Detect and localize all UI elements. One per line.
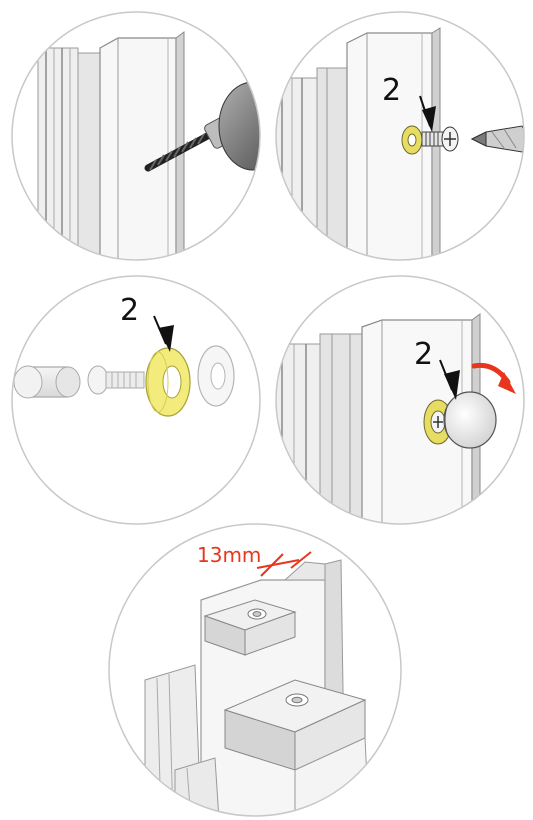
exploded-illustration: 2 <box>11 275 261 525</box>
cap-illustration: 2 <box>275 275 525 525</box>
measure-illustration: 13mm <box>108 523 402 817</box>
screw-icon <box>87 365 145 395</box>
cap-icon <box>13 365 81 399</box>
profile-section <box>37 31 185 260</box>
screw-illustration: 2 <box>275 11 525 261</box>
step-drill-panel <box>8 8 264 264</box>
measure-label: 13mm <box>197 543 261 567</box>
step-measure-panel: 13mm <box>105 520 405 820</box>
step-screw-panel: 2 <box>272 8 528 264</box>
label-arrow-icon <box>439 359 460 400</box>
dimension-marker <box>256 551 312 577</box>
step-label: 2 <box>414 337 433 372</box>
step-label: 2 <box>120 293 139 328</box>
washer-icon <box>401 125 423 155</box>
drill-illustration <box>11 11 261 261</box>
screwdriver-icon <box>470 125 524 153</box>
step-exploded-panel: 2 <box>8 272 264 528</box>
step-cap-panel: 2 <box>272 272 528 528</box>
flat-washer-icon <box>197 345 235 407</box>
washer-icon <box>145 347 191 417</box>
label-arrow-icon <box>419 95 436 132</box>
rotate-arrow-icon <box>471 362 516 394</box>
screw-icon <box>421 126 459 152</box>
cap-icon <box>443 391 497 449</box>
label-arrow-icon <box>153 315 174 352</box>
step-label: 2 <box>382 73 401 108</box>
